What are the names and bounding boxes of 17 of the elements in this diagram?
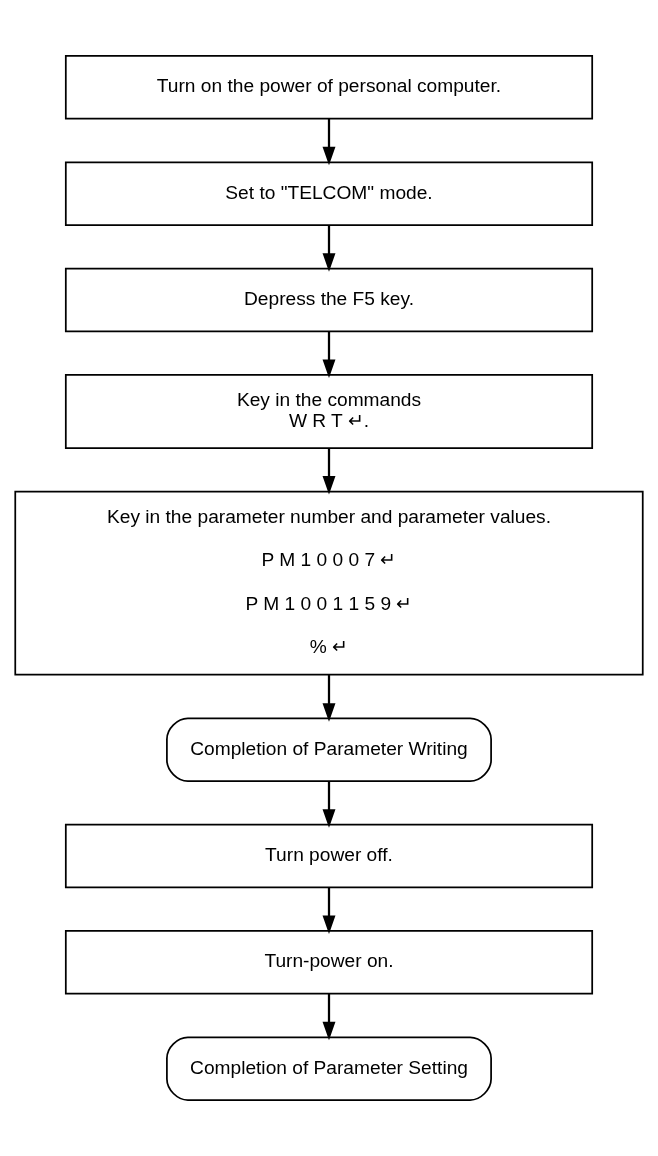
arrow bbox=[322, 225, 336, 272]
node-box: Set to "TELCOM" mode. bbox=[64, 161, 594, 226]
node-box: Turn on the power of personal computer. bbox=[64, 55, 594, 120]
arrow bbox=[322, 993, 336, 1041]
arrow bbox=[322, 118, 336, 166]
arrow bbox=[322, 887, 336, 934]
arrow bbox=[322, 675, 336, 722]
node-box: Key in the commands W R T ↵. bbox=[64, 374, 594, 449]
node-box: Turn-power on. bbox=[64, 930, 594, 995]
node-box: Turn power off. bbox=[64, 823, 594, 889]
arrow bbox=[322, 448, 336, 495]
node-box: Completion of Parameter Writing bbox=[166, 717, 492, 782]
node-box: Key in the parameter number and parameter values. P M 1 0 0 0 7 ↵ P M 1 0 0 1 1 5 9 ↵ % ↵ bbox=[14, 490, 644, 676]
node-box: Completion of Parameter Setting bbox=[166, 1036, 492, 1101]
arrow bbox=[322, 331, 336, 378]
node-box: Depress the F5 key. bbox=[64, 267, 594, 333]
arrow bbox=[322, 781, 336, 828]
